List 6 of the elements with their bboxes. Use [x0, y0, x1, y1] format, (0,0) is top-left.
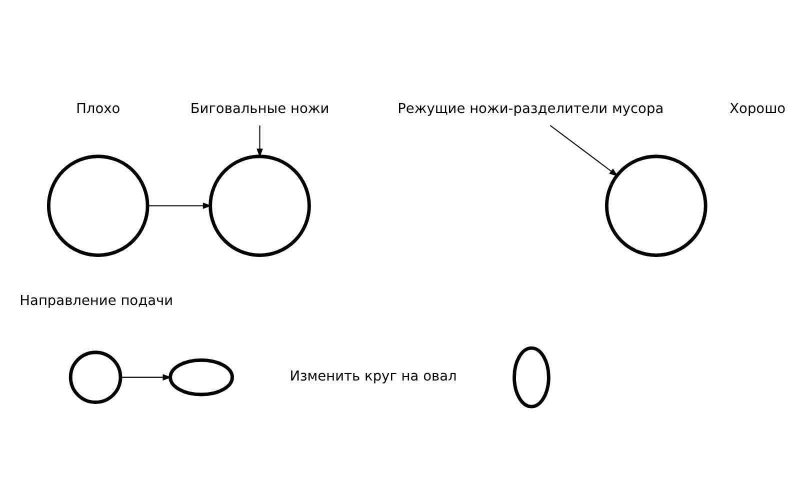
label: Плохо	[76, 100, 120, 117]
label: Направление подачи	[20, 292, 174, 308]
node-text: Биговальные ножи	[190, 100, 330, 117]
label: Хорошо	[730, 100, 786, 117]
node-text: Режущие ножи-разделители мусора	[398, 100, 664, 117]
label: Изменить круг на овал	[290, 368, 457, 384]
